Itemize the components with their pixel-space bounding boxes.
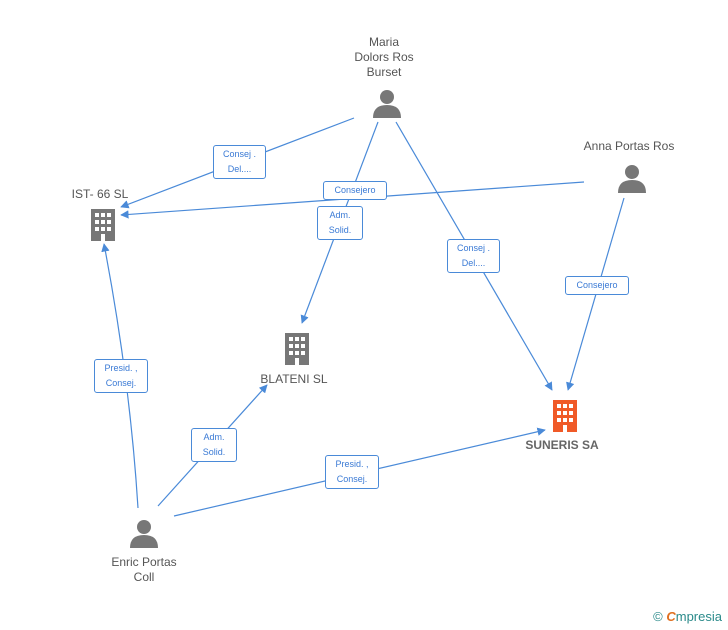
edge-label-enric-ist66[interactable]: Presid. , Consej. xyxy=(94,359,148,393)
building-icon[interactable] xyxy=(553,400,577,432)
edge-label-enric-suneris[interactable]: Presid. , Consej. xyxy=(325,455,379,489)
node-label-suneris[interactable]: SUNERIS SA xyxy=(525,438,599,452)
person-icon[interactable] xyxy=(130,520,158,548)
building-icon[interactable] xyxy=(91,209,115,241)
person-icon[interactable] xyxy=(373,90,401,118)
edge-label-anna-ist66[interactable]: Consejero xyxy=(323,181,387,200)
building-icon[interactable] xyxy=(285,333,309,365)
footer-brand: © Cmpresia xyxy=(653,609,722,624)
edge-label-anna-suneris[interactable]: Consejero xyxy=(565,276,629,295)
edge-label-maria-ist66[interactable]: Consej . Del.... xyxy=(213,145,266,179)
node-label-anna[interactable]: Anna Portas Ros xyxy=(583,139,675,153)
brand-name: mpresia xyxy=(675,609,722,624)
person-icon[interactable] xyxy=(618,165,646,193)
brand-logo-letter: C xyxy=(666,609,676,624)
edge-label-maria-suneris[interactable]: Consej . Del.... xyxy=(447,239,500,273)
edge-label-maria-blateni[interactable]: Adm. Solid. xyxy=(317,206,363,240)
node-label-maria[interactable]: Maria Dolors Ros Burset xyxy=(354,35,414,79)
node-label-enric[interactable]: Enric Portas Coll xyxy=(111,555,177,584)
node-label-ist66[interactable]: IST- 66 SL xyxy=(71,187,129,201)
node-label-blateni[interactable]: BLATENI SL xyxy=(260,372,328,386)
copyright-symbol: © xyxy=(653,609,663,624)
edge-label-enric-blateni[interactable]: Adm. Solid. xyxy=(191,428,237,462)
